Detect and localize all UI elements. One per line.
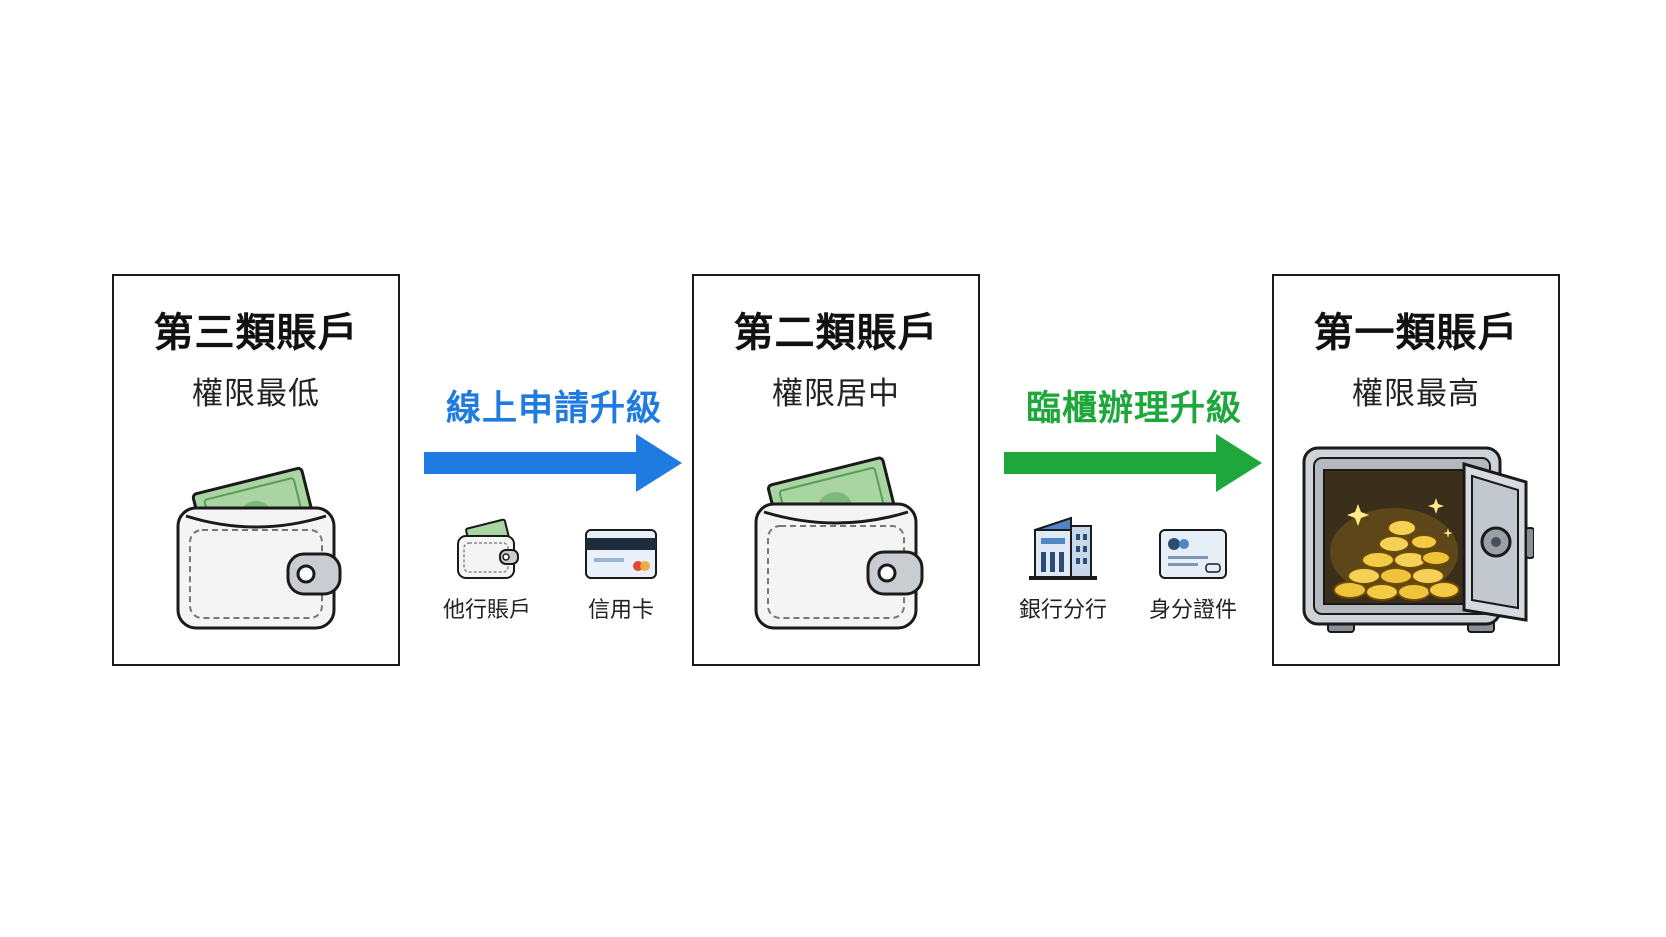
account-card-tier3: 第三類賬戶 權限最低 — [112, 274, 400, 666]
credit-card-icon — [566, 512, 676, 582]
step-label: 臨櫃辦理升級 — [1025, 389, 1242, 429]
requirement-id-document: 身分證件 — [1138, 512, 1248, 624]
step-label: 線上申請升級 — [445, 389, 662, 429]
requirement-bank-branch: 銀行分行 — [1008, 512, 1118, 624]
wallet-icon — [432, 512, 542, 582]
account-subtitle: 權限最低 — [192, 376, 320, 412]
upgrade-step-counter: 臨櫃辦理升級 銀行分行 — [1004, 380, 1264, 640]
account-subtitle: 權限居中 — [772, 376, 900, 412]
wallet-icon — [694, 452, 978, 642]
wallet-icon — [114, 458, 398, 642]
account-card-tier2: 第二類賬戶 權限居中 — [692, 274, 980, 666]
upgrade-step-online: 線上申請升級 他行賬戶 — [424, 380, 684, 640]
safe-icon — [1274, 442, 1558, 642]
arrow-right-icon — [1004, 430, 1264, 498]
id-card-icon — [1138, 512, 1248, 582]
arrow-right-icon — [424, 430, 684, 498]
account-card-tier1: 第一類賬戶 權限最高 — [1272, 274, 1560, 666]
requirement-other-bank-account: 他行賬戶 — [432, 512, 542, 624]
account-title: 第三類賬戶 — [153, 310, 359, 356]
requirement-label: 銀行分行 — [1018, 598, 1107, 623]
account-subtitle: 權限最高 — [1352, 376, 1480, 412]
account-title: 第二類賬戶 — [733, 310, 939, 356]
requirement-label: 他行賬戶 — [442, 598, 531, 623]
requirement-credit-card: 信用卡 — [566, 512, 676, 624]
account-title: 第一類賬戶 — [1313, 310, 1519, 356]
requirement-label: 信用卡 — [587, 598, 654, 623]
bank-building-icon — [1008, 512, 1118, 582]
requirement-label: 身分證件 — [1148, 598, 1237, 623]
